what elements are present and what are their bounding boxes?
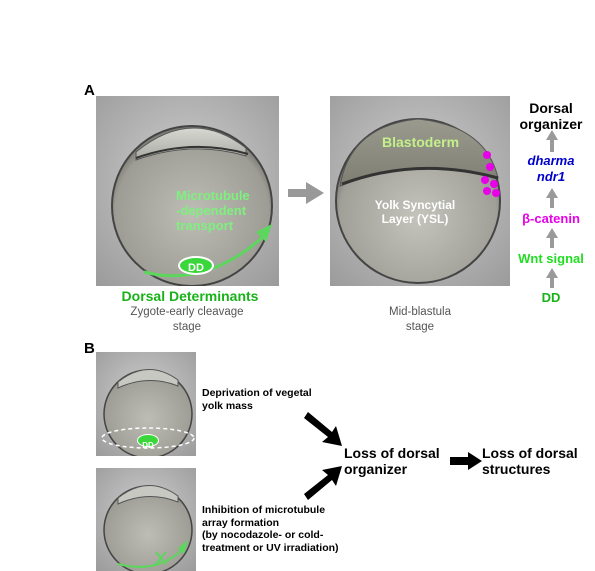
stage-zygote-caption: Zygote-early cleavage stage (130, 306, 244, 333)
deprivation-text: Deprivation of vegetal yolk mass (202, 387, 312, 412)
inhibition-text: Inhibition of microtubule array formatio… (202, 504, 339, 554)
dd-badge: DD (178, 256, 214, 275)
pathway-ndr1: ndr1 (536, 169, 566, 184)
ysl-label: Yolk Syncytial Layer (YSL) (374, 198, 456, 226)
stage-blastula-caption: Mid-blastula stage (389, 306, 451, 333)
panel-b-label: B (84, 340, 95, 357)
pathway-beta-catenin: β-catenin (522, 211, 580, 226)
pathway-dharma: dharma (527, 153, 575, 168)
dd-badge-text: DD (188, 262, 204, 274)
arrow-to-loss-structures (450, 452, 482, 475)
stage-arrow (288, 182, 324, 209)
dd-badge-deprivation: DD (137, 434, 159, 450)
egg-photo-deprivation (96, 352, 196, 456)
arrows-to-loss-organizer (300, 410, 360, 505)
loss-structures-text: Loss of dorsal structures (482, 445, 578, 477)
egg-photo-inhibition (96, 468, 196, 571)
blastoderm-label: Blastoderm (382, 134, 460, 150)
egg-photo-blastula (330, 96, 510, 286)
nuclei-dots (478, 150, 502, 203)
microtubule-transport-label: Microtubule -dependent transport (176, 188, 250, 233)
panel-a-label: A (84, 82, 95, 99)
pathway-arrows (545, 130, 559, 300)
dorsal-determinants-caption: Dorsal Determinants (121, 288, 259, 304)
pathway-dd: DD (541, 290, 561, 305)
loss-organizer-text: Loss of dorsal organizer (344, 445, 440, 477)
pathway-dorsal-organizer: Dorsal organizer (519, 100, 583, 132)
pathway-wnt-signal: Wnt signal (518, 251, 584, 266)
dd-badge-deprivation-text: DD (142, 441, 154, 450)
